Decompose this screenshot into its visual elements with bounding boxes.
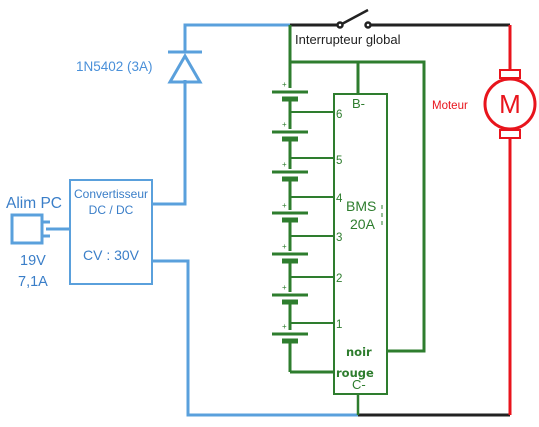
cell-2 <box>272 252 334 292</box>
cell-3 <box>272 211 334 251</box>
cell-5 <box>272 130 334 169</box>
cell-5-plus: + <box>282 120 287 129</box>
converter-title: Convertisseur <box>74 187 148 201</box>
supply-voltage-label: 19V <box>20 253 46 269</box>
motor-symbol-letter: M <box>499 89 521 119</box>
tap-label-2: 2 <box>336 273 342 285</box>
blue-wiring <box>46 23 358 417</box>
bms-c-minus: C- <box>352 377 366 392</box>
wire-noir-label: noir <box>346 345 372 359</box>
converter-cv: CV : 30V <box>83 247 140 263</box>
cell-3-plus: + <box>282 201 287 210</box>
power-supply-label: Alim PC <box>6 195 62 212</box>
cell-6 <box>272 90 334 129</box>
converter-subtitle: DC / DC <box>89 203 134 217</box>
bms-tap-numbers: 6 5 4 3 2 1 <box>336 109 343 331</box>
switch-label: Interrupteur global <box>295 32 401 47</box>
cell-1-plus: + <box>282 283 287 292</box>
cell-4-plus: + <box>282 160 287 169</box>
power-supply-plug <box>10 213 50 245</box>
bms-title: BMS <box>346 198 376 214</box>
cell-polarity-marks: + + + + + + + <box>282 80 287 331</box>
wire-rouge-label: rouge <box>336 366 374 380</box>
supply-current-label: 7,1A <box>18 274 48 290</box>
tap-label-4: 4 <box>336 193 343 205</box>
diode-symbol <box>167 42 203 84</box>
battery-cells <box>272 90 334 351</box>
motor-label: Moteur <box>432 100 468 112</box>
converter-box <box>69 179 153 285</box>
bms-rating: 20A <box>350 216 376 232</box>
main-switch <box>336 8 372 29</box>
tap-label-1: 1 <box>336 319 342 331</box>
tap-label-5: 5 <box>336 155 342 167</box>
cell-2-plus: + <box>282 242 287 251</box>
wire-diode-to-top <box>183 23 290 42</box>
cell-6-plus: + <box>282 80 287 89</box>
cell-bottom <box>272 332 308 351</box>
tap-label-6: 6 <box>336 109 342 121</box>
wire-converter-to-bottom <box>152 259 358 417</box>
diode-label: 1N5402 (3A) <box>76 59 153 74</box>
black-wiring <box>290 23 510 417</box>
wire-converter-to-diode <box>152 80 187 206</box>
cell-4 <box>272 170 334 210</box>
bms-b-minus: B- <box>352 96 365 111</box>
tap-label-3: 3 <box>336 232 342 244</box>
cell-1 <box>272 293 334 330</box>
motor-symbol <box>483 69 537 139</box>
cell-bottom-plus: + <box>282 322 287 331</box>
green-wiring <box>288 25 426 374</box>
bms-box <box>333 93 388 395</box>
